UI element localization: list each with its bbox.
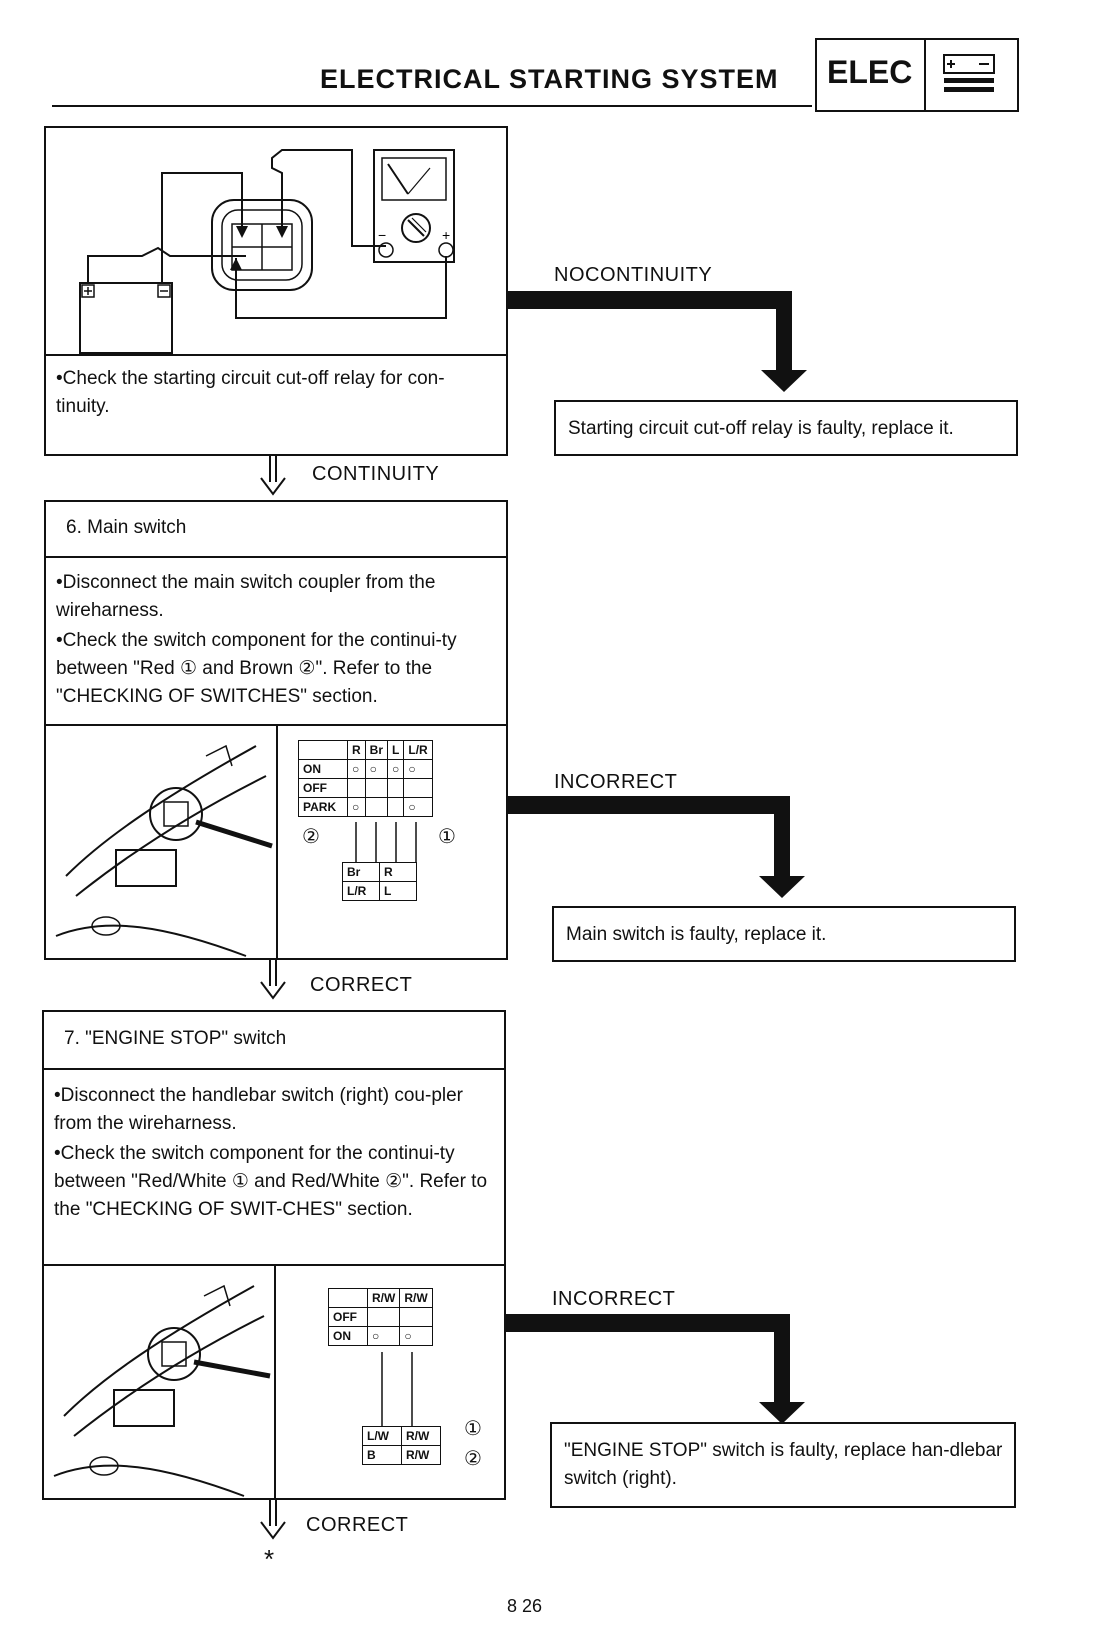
engine-stop-title: 7. "ENGINE STOP" switch [64,1028,287,1049]
callout-1: ① [438,826,456,848]
engine-stop-fail-result: "ENGINE STOP" switch is faulty, replace … [564,1440,1003,1489]
main-switch-wires [355,822,417,862]
main-switch-fail-result-box: Main switch is faulty, replace it. [552,906,1016,962]
header-rule [52,105,812,107]
relay-instruction: •Check the starting circuit cut-off rela… [56,368,445,417]
main-switch-instruction-1: •Disconnect the main switch coupler from… [56,572,436,621]
relay-fail-result: Starting circuit cut-off relay is faulty… [568,418,954,439]
table-row-label: OFF [328,1307,368,1327]
table-header: L [387,740,405,760]
main-switch-coupler: Br R L/R L [342,862,417,901]
main-switch-instruction-2: •Check the switch component for the cont… [56,630,457,707]
main-switch-title: 6. Main switch [66,517,187,538]
section-badge-label: ELEC [827,54,913,90]
main-switch-fail-result: Main switch is faulty, replace it. [566,924,827,945]
table-row-label: PARK [298,797,348,817]
relay-fail-arrow-icon [761,370,807,392]
page-number: 8 26 [507,1596,543,1616]
svg-text:+: + [442,227,450,243]
table-row-label: ON [328,1326,368,1346]
relay-fail-result-box: Starting circuit cut-off relay is faulty… [554,400,1018,456]
main-switch-fail-arrow-icon [759,876,805,898]
table-row-label: ON [298,759,348,779]
callout-2: ② [464,1448,482,1470]
engine-stop-box: 7. "ENGINE STOP" switch •Disconnect the … [42,1010,506,1500]
table-row-label: OFF [298,778,348,798]
relay-fail-stem [776,291,792,373]
engine-stop-fail-stem [774,1314,790,1404]
main-switch-fail-label: INCORRECT [554,771,678,793]
engine-stop-instruction-2: •Check the switch component for the cont… [54,1143,488,1220]
engine-stop-pass-arrow-icon [260,1500,286,1540]
callout-2: ② [302,826,320,848]
handlebar-illustration [53,1284,271,1497]
table-header: L/R [403,740,433,760]
engine-stop-fail-result-box: "ENGINE STOP" switch is faulty, replace … [550,1422,1016,1508]
page-title: ELECTRICAL STARTING SYSTEM [320,64,779,94]
relay-fail-bar [508,291,792,309]
engine-stop-fail-arrow-icon [759,1402,805,1424]
relay-instruction-divider [46,354,506,356]
table-header: Br [364,740,389,760]
battery-icon [943,54,995,92]
engine-stop-pass-label: CORRECT [306,1514,409,1536]
engine-stop-wires [381,1352,413,1426]
main-switch-pass-label: CORRECT [310,974,413,996]
relay-pass-arrow-icon [260,456,286,496]
table-header: R [347,740,366,760]
relay-continuity-diagram: − + [79,149,455,354]
engine-stop-instruction-1: •Disconnect the handlebar switch (right)… [54,1085,464,1134]
svg-text:−: − [378,227,386,243]
engine-stop-fail-label: INCORRECT [552,1288,676,1310]
engine-stop-coupler: L/W R/W B R/W [362,1426,441,1465]
callout-1: ① [464,1418,482,1440]
continue-mark: * [264,1544,275,1574]
main-switch-pass-arrow-icon [260,960,286,1000]
relay-pass-label: CONTINUITY [312,463,440,485]
main-switch-continuity-table: R Br L L/R ON ○○○○ OFF PARK ○○ [298,740,433,817]
relay-diagram-box: − + •Check the starting circuit cut-off … [44,126,508,456]
table-header: R/W [399,1288,433,1308]
relay-fail-label: NOCONTINUITY [554,264,713,286]
main-switch-box: 6. Main switch •Disconnect the main swit… [44,500,508,960]
main-switch-fail-stem [774,796,790,878]
handlebar-illustration [55,744,273,957]
main-switch-fail-bar [508,796,790,814]
engine-stop-fail-bar [506,1314,790,1332]
section-badge: ELEC [815,38,1019,112]
table-header: R/W [366,1288,401,1308]
engine-stop-continuity-table: R/W R/W OFF ON ○○ [328,1288,433,1346]
